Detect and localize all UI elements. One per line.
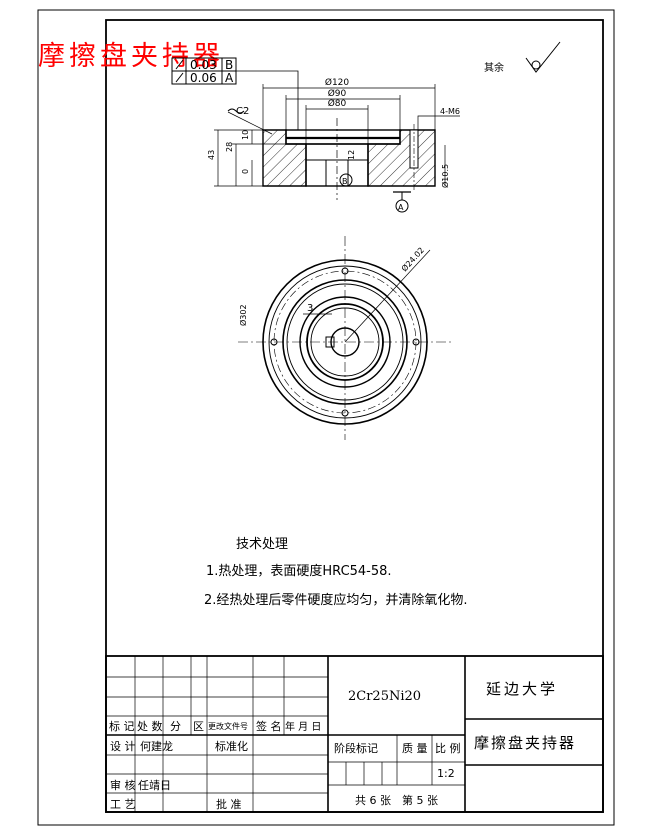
rev-header-sign: 签 名 (256, 719, 282, 733)
review-label: 审 核 (110, 778, 136, 792)
dimension-set-top (262, 84, 436, 144)
section-view: B (262, 118, 436, 200)
tolerance-value-1: 0.03 (190, 58, 217, 72)
datum-a-symbol: A (393, 191, 411, 213)
sheets-total: 共 6 张 (355, 794, 391, 807)
notes-heading: 技术处理 (236, 537, 288, 552)
runout-icon (175, 59, 184, 70)
dimension-set-left (214, 129, 286, 187)
notes-line-1: 1.热处理，表面硬度HRC54-58. (206, 563, 392, 579)
stage-label: 阶段标记 (334, 741, 378, 755)
tolerance-datum-1: B (225, 58, 233, 72)
standard-label: 标准化 (215, 739, 248, 753)
rev-header-doc: 更改文件号 (208, 721, 248, 731)
dim-h43: 43 (207, 150, 216, 160)
surface-finish-label: 其余 (484, 61, 504, 74)
weight-label: 质 量 (402, 742, 428, 755)
dim-r3: 3 (307, 303, 313, 314)
technical-notes: 技术处理 1.热处理，表面硬度HRC54-58. 2.经热处理后零件硬度应均匀，… (204, 537, 468, 608)
dim-h0: 0 (241, 169, 250, 174)
tolerance-datum-2: A (225, 71, 234, 85)
dim-h28: 28 (225, 142, 234, 152)
svg-text:C2: C2 (236, 106, 249, 117)
notes-line-2: 2.经热处理后零件硬度应均匀，并清除氧化物. (204, 592, 468, 608)
title-block (105, 655, 604, 813)
tolerance-value-2: 0.06 (190, 71, 217, 85)
roughness-icon (525, 41, 561, 73)
runout-icon (175, 72, 184, 83)
dim-thread: 4-M6 (440, 107, 460, 116)
tolerance-frame-2: 0.06 A (171, 70, 237, 85)
chamfer-callout: C2 (227, 106, 273, 135)
sheet-number: 第 5 张 (402, 793, 438, 807)
top-view (238, 236, 452, 440)
scale-label: 比 例 (435, 741, 461, 755)
svg-text:A: A (398, 203, 404, 212)
rev-header-count: 处 数 (137, 720, 163, 733)
designer-name: 何建龙 (140, 739, 173, 753)
material: 2Cr25Ni20 (348, 689, 421, 704)
reviewer-name: 任靖日 (138, 779, 171, 792)
rev-header-date: 年 月 日 (285, 720, 321, 733)
leader-line (236, 70, 299, 130)
scale-value: 1:2 (437, 767, 455, 780)
rev-header-part: 分 (170, 720, 181, 733)
design-label: 设 计 (110, 740, 136, 753)
dim-h10: 10 (241, 130, 250, 140)
dim-depth12: 12 (347, 150, 356, 160)
approve-label: 批 准 (216, 797, 242, 811)
datum-b-label: B (342, 177, 348, 186)
dim-d90: Ø90 (328, 88, 347, 99)
rev-header-zone: 区 (193, 720, 204, 733)
dim-d10-5: Ø10.5 (440, 164, 450, 188)
part-name: 摩擦盘夹持器 (474, 734, 576, 752)
process-label: 工 艺 (110, 798, 136, 811)
dim-d120: Ø120 (325, 77, 350, 88)
header-title: 摩擦盘夹持器 (38, 41, 224, 72)
school-name: 延边大学 (486, 680, 558, 698)
outer-border (37, 9, 615, 826)
dim-pin-hole: Ø302 (238, 304, 248, 326)
dim-d80: Ø80 (328, 98, 347, 109)
rev-header-mark: 标 记 (109, 719, 135, 733)
